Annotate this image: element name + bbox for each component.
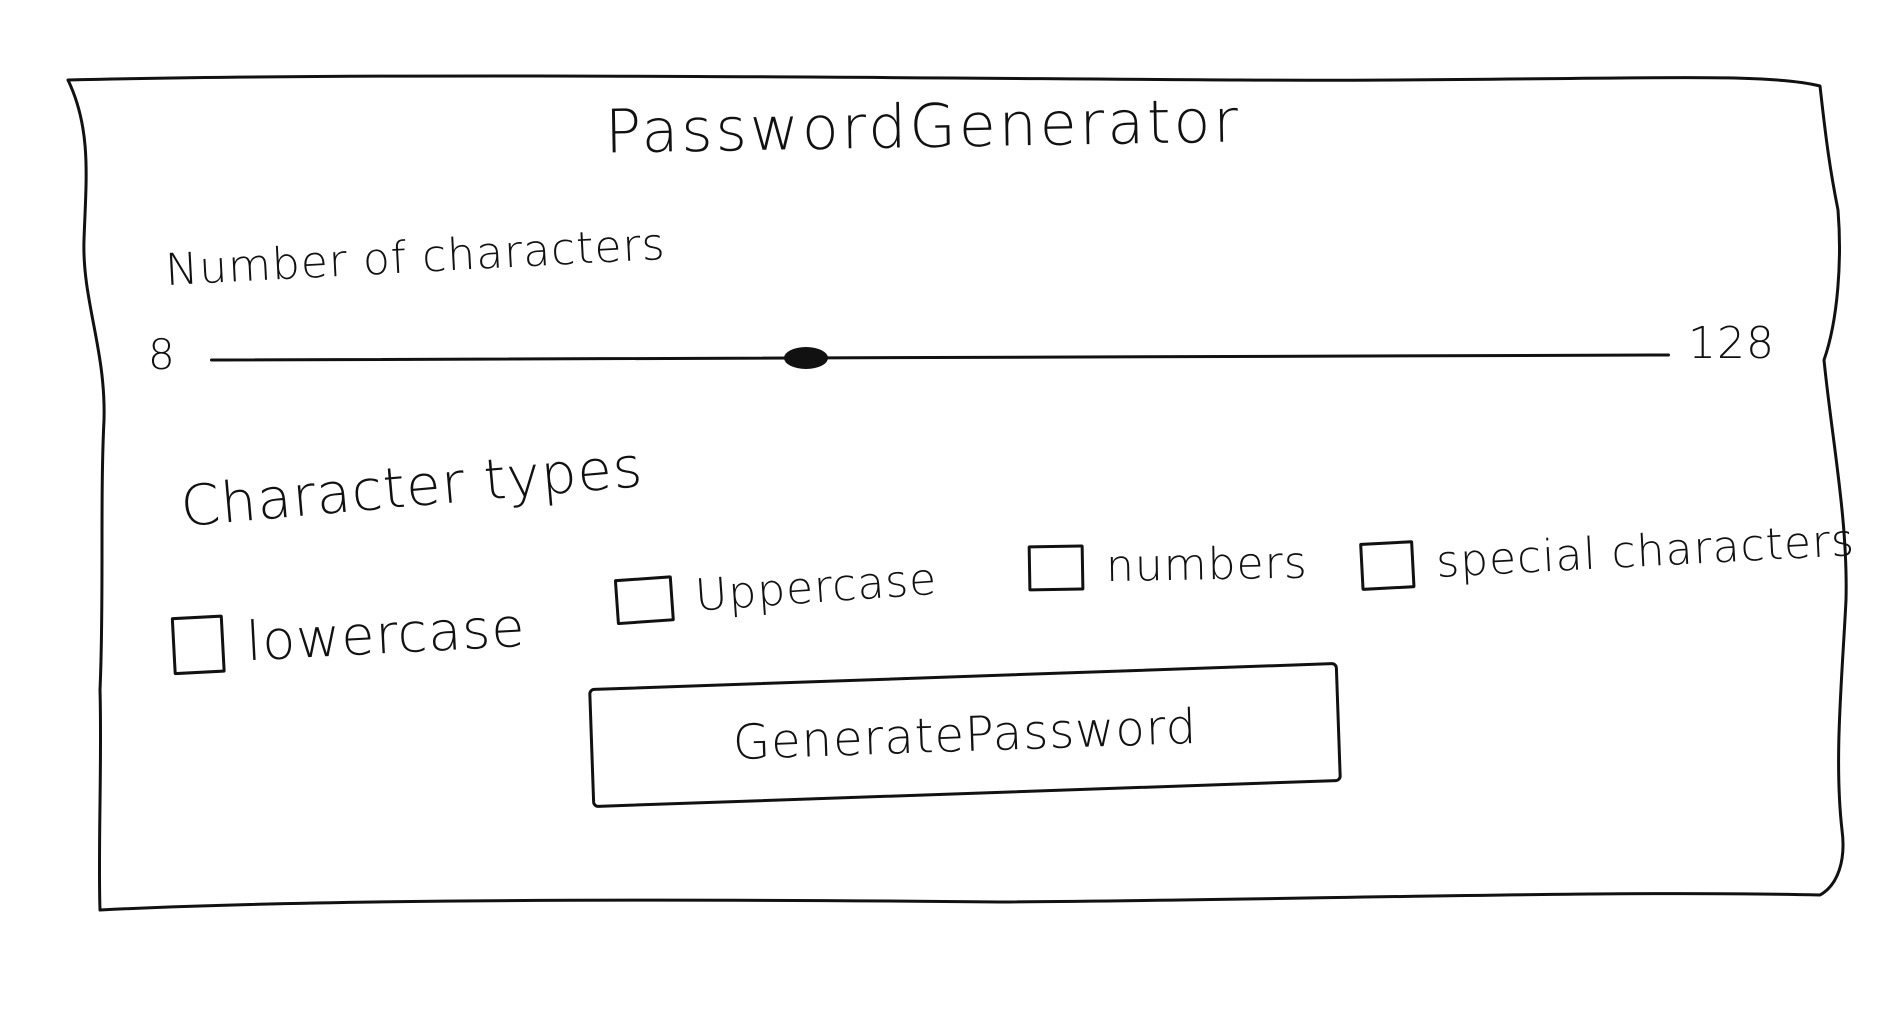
option-numbers[interactable]: numbers (1027, 537, 1309, 594)
special-characters-label: special characters (1434, 515, 1857, 588)
generate-password-button[interactable]: GeneratePassword (588, 661, 1342, 809)
numbers-checkbox[interactable] (1027, 543, 1085, 591)
page-title: PasswordGenerator (604, 86, 1242, 168)
option-special-characters[interactable]: special characters (1359, 515, 1856, 592)
slider-min-label: 8 (148, 330, 176, 379)
special-characters-checkbox[interactable] (1359, 539, 1416, 591)
lowercase-label: lowercase (244, 595, 528, 674)
option-uppercase[interactable]: Uppercase (613, 553, 939, 627)
character-types-label: Character types (178, 434, 646, 541)
option-lowercase[interactable]: lowercase (170, 595, 528, 677)
numbers-label: numbers (1105, 537, 1309, 593)
lowercase-checkbox[interactable] (170, 614, 226, 675)
slider-max-label: 128 (1688, 318, 1775, 369)
length-slider[interactable] (210, 347, 1670, 369)
uppercase-checkbox[interactable] (613, 574, 675, 625)
length-label: Number of characters (164, 218, 667, 297)
slider-thumb[interactable] (784, 347, 829, 369)
uppercase-label: Uppercase (693, 553, 939, 622)
